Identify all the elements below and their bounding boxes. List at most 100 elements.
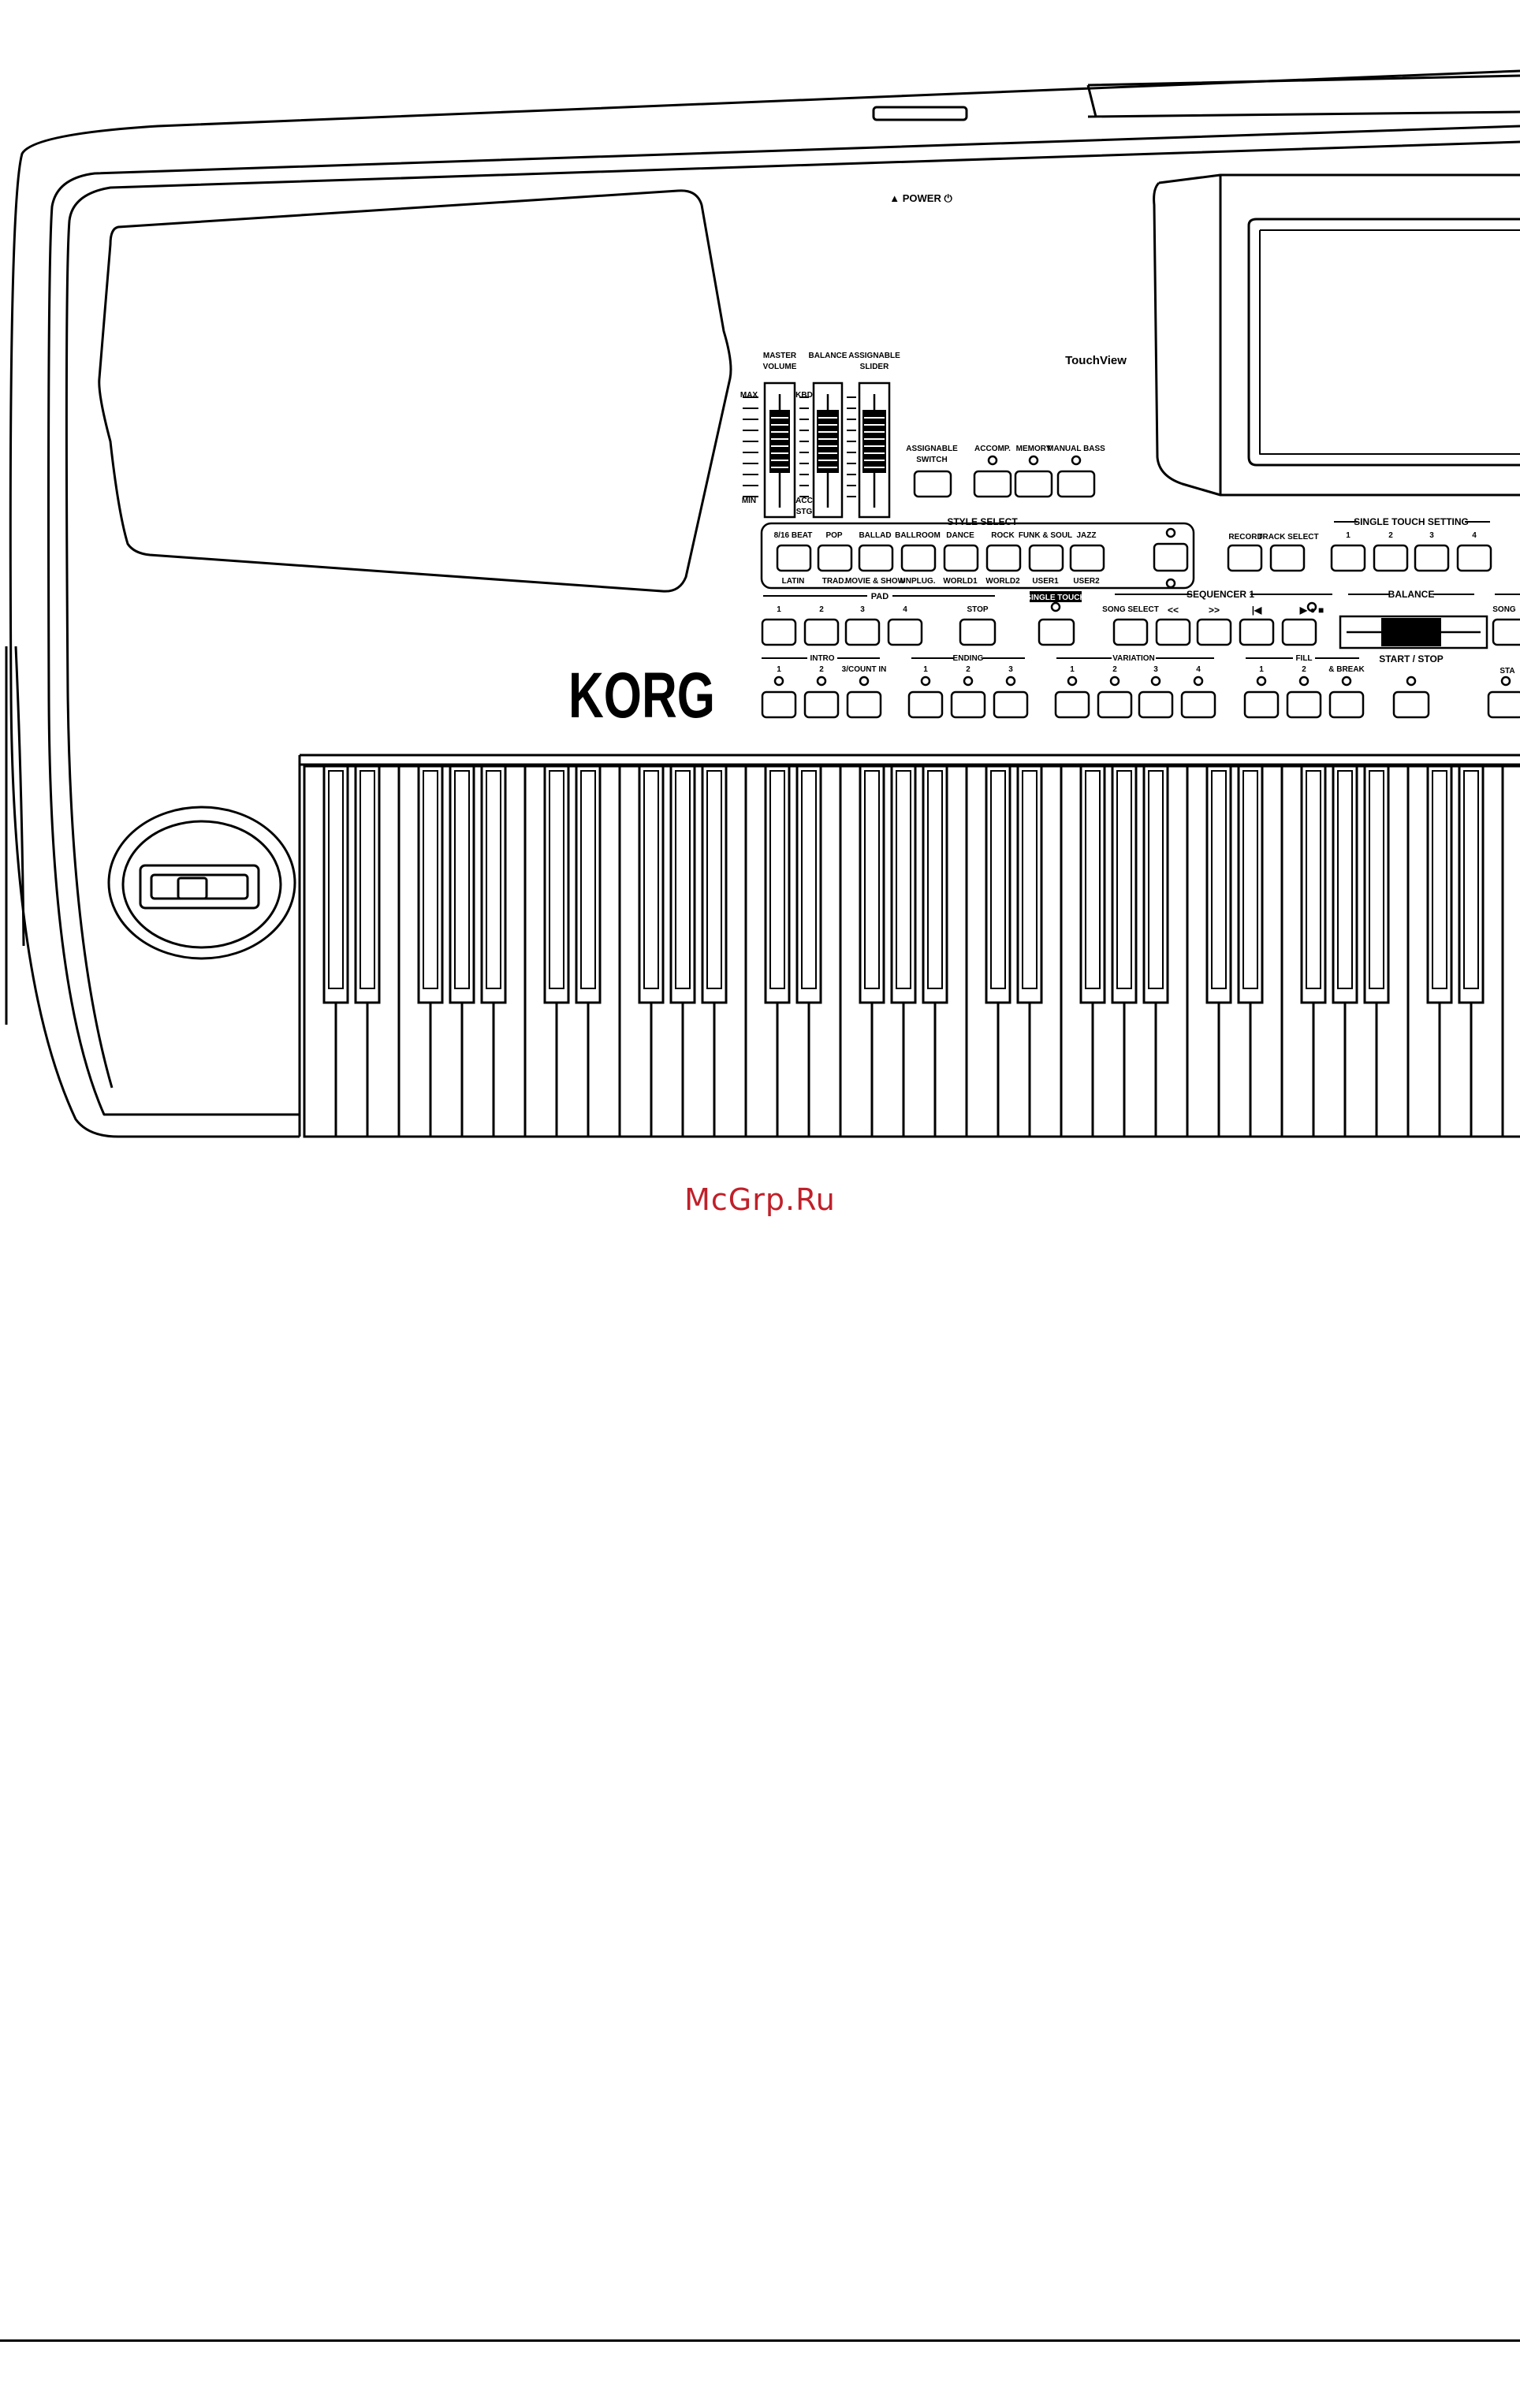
slider-knob-assignable xyxy=(862,410,886,473)
style-button-1[interactable] xyxy=(776,544,812,572)
single-touch-setting-button-2[interactable] xyxy=(1373,544,1409,572)
black-key-top xyxy=(549,770,564,989)
assignable-switch-label-1: ASSIGNABLE xyxy=(906,445,958,453)
sequencer-button-4[interactable] xyxy=(1239,618,1275,646)
intro-button-1[interactable] xyxy=(761,690,797,719)
song-select-label: SONG SELECT xyxy=(1102,605,1159,614)
intro-led-2 xyxy=(816,676,827,687)
rewind-label: << xyxy=(1168,605,1179,616)
variation-button-4[interactable] xyxy=(1180,690,1216,719)
black-key-top xyxy=(1337,770,1353,989)
black-key-top xyxy=(486,770,501,989)
ending-led-3 xyxy=(1005,676,1016,687)
ending-button-2[interactable] xyxy=(950,690,986,719)
black-key-top xyxy=(423,770,438,989)
song-button-cut[interactable] xyxy=(1492,618,1520,646)
pad-button-1[interactable] xyxy=(761,618,797,646)
style-button-7[interactable] xyxy=(1028,544,1064,572)
fill-led-3 xyxy=(1341,676,1352,687)
accomp-label: ACCOMP. xyxy=(974,445,1011,453)
record-button[interactable] xyxy=(1227,544,1263,572)
pad-button-4[interactable] xyxy=(887,618,923,646)
style-bottom-label-1: LATIN xyxy=(782,577,805,586)
manual-bass-button[interactable] xyxy=(1056,470,1096,498)
memory-label: MEMORY xyxy=(1016,445,1052,453)
white-key[interactable] xyxy=(1501,765,1520,1138)
variation-button-1[interactable] xyxy=(1054,690,1090,719)
variation-button-3[interactable] xyxy=(1138,690,1174,719)
single-touch-setting-button-1[interactable] xyxy=(1330,544,1366,572)
style-top-label-1: 8/16 BEAT xyxy=(774,531,813,540)
sequencer-button-1[interactable] xyxy=(1112,618,1149,646)
intro-label-2: 2 xyxy=(819,665,824,674)
sequencer-button-3[interactable] xyxy=(1196,618,1232,646)
black-key-top xyxy=(864,770,880,989)
style-bank-led-bottom xyxy=(1165,578,1176,589)
speaker-grille xyxy=(98,189,732,593)
black-key-top xyxy=(643,770,659,989)
variation-label-1: 1 xyxy=(1070,665,1075,674)
pad-button-3[interactable] xyxy=(844,618,881,646)
joystick-knob xyxy=(177,876,208,900)
black-key-top xyxy=(769,770,785,989)
display-bezel xyxy=(1247,218,1520,467)
start-stop-label: START / STOP xyxy=(1379,653,1444,664)
scale-min-label: MIN xyxy=(742,497,756,505)
pad-stop-button[interactable] xyxy=(959,618,997,646)
style-button-4[interactable] xyxy=(900,544,937,572)
accomp-button[interactable] xyxy=(973,470,1012,498)
style-bottom-label-5: WORLD1 xyxy=(943,577,978,586)
variation-label-2: 2 xyxy=(1112,665,1117,674)
single-touch-setting-button-3[interactable] xyxy=(1414,544,1450,572)
style-bank-led-top xyxy=(1165,527,1176,538)
start-button-cut[interactable] xyxy=(1487,690,1520,719)
ending-label-2: 2 xyxy=(966,665,970,674)
black-key-top xyxy=(1463,770,1479,989)
black-key-top xyxy=(454,770,470,989)
style-button-3[interactable] xyxy=(858,544,894,572)
variation-button-2[interactable] xyxy=(1097,690,1133,719)
variation-led-2 xyxy=(1109,676,1120,687)
variation-label-4: 4 xyxy=(1196,665,1201,674)
intro-title: INTRO xyxy=(810,654,834,663)
sequencer-button-5[interactable] xyxy=(1281,618,1317,646)
style-bottom-label-3: MOVIE & SHOW xyxy=(845,577,906,586)
fill-label-2: 2 xyxy=(1302,665,1306,674)
style-button-5[interactable] xyxy=(943,544,979,572)
single-touch-badge xyxy=(1030,591,1082,602)
intro-button-3[interactable] xyxy=(846,690,882,719)
ending-label-3: 3 xyxy=(1008,665,1013,674)
sts-number-2: 2 xyxy=(1388,531,1393,540)
black-key-top xyxy=(927,770,943,989)
sequencer-button-2[interactable] xyxy=(1155,618,1191,646)
fast-forward-label: >> xyxy=(1209,605,1220,616)
ending-button-1[interactable] xyxy=(907,690,944,719)
display-screen xyxy=(1259,229,1520,455)
pad-button-2[interactable] xyxy=(803,618,840,646)
assignable-switch-button[interactable] xyxy=(913,470,952,498)
style-top-label-7: FUNK & SOUL xyxy=(1019,531,1072,540)
ending-button-3[interactable] xyxy=(993,690,1029,719)
fill-button-2[interactable] xyxy=(1286,690,1322,719)
style-top-label-6: ROCK xyxy=(991,531,1015,540)
intro-button-2[interactable] xyxy=(803,690,840,719)
fill-button-1[interactable] xyxy=(1243,690,1280,719)
memory-button[interactable] xyxy=(1014,470,1053,498)
side-edge xyxy=(5,646,25,1025)
scale-acc-label-1: ACC xyxy=(795,497,813,505)
style-bottom-label-6: WORLD2 xyxy=(985,577,1020,586)
style-button-8[interactable] xyxy=(1069,544,1105,572)
single-touch-setting-button-4[interactable] xyxy=(1456,544,1492,572)
fill-button-3[interactable] xyxy=(1328,690,1365,719)
assignable-slider-label-1: ASSIGNABLE xyxy=(848,352,900,360)
style-button-6[interactable] xyxy=(985,544,1022,572)
balance-title: BALANCE xyxy=(1388,589,1435,600)
style-top-label-2: POP xyxy=(825,531,842,540)
black-key-top xyxy=(1116,770,1132,989)
style-bank-button[interactable] xyxy=(1153,542,1189,572)
style-button-2[interactable] xyxy=(817,544,853,572)
single-touch-button[interactable] xyxy=(1038,618,1075,646)
start-stop-button[interactable] xyxy=(1392,690,1430,719)
track-select-button[interactable] xyxy=(1269,544,1306,572)
black-key-top xyxy=(580,770,596,989)
